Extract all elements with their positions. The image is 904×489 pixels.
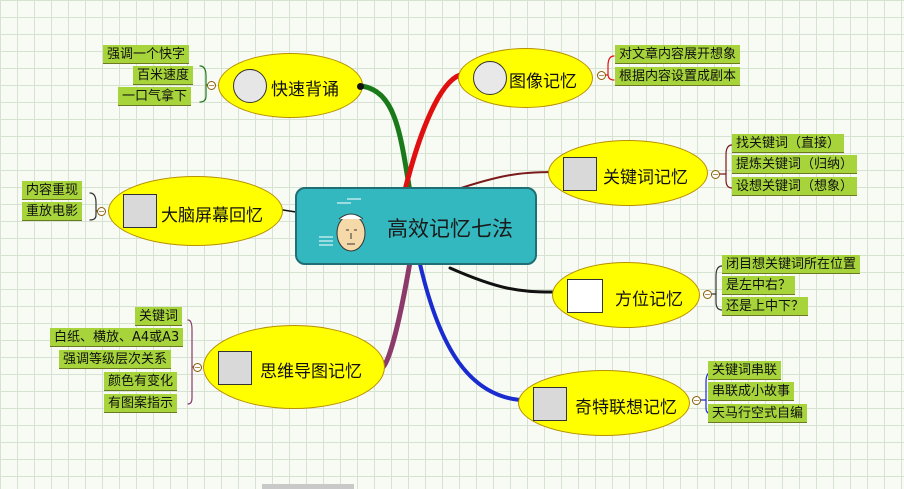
branch-guanjian[interactable]: 关键词记忆 [548,140,708,206]
leaf-qite-1[interactable]: 关键词串联 [708,361,782,380]
connector-kuaisu [359,83,413,195]
stopwatch-icon [233,69,267,103]
leaf-naonao-2[interactable]: 重放电影 [22,202,83,221]
leaf-kuaisu-1[interactable]: 强调一个快字 [103,45,190,64]
leaf-siwei-2[interactable]: 白纸、横放、A4或A3 [50,328,184,347]
branch-kuaisu-label: 快速背诵 [271,80,339,100]
collapse-tuxiang-button[interactable]: − [597,71,606,80]
horizontal-scrollbar[interactable] [262,484,354,489]
branch-siwei-label: 思维导图记忆 [260,362,362,382]
collapse-kuaisu-button[interactable]: − [207,81,216,90]
brain-hand-icon [563,157,597,191]
leaf-guanjian-1[interactable]: 找关键词（直接） [732,134,845,153]
leaf-siwei-1[interactable]: 关键词 [135,307,183,326]
branch-tuxiang[interactable]: 图像记忆 [458,48,593,108]
wreath-icon [473,61,507,95]
branch-tuxiang-label: 图像记忆 [509,72,577,92]
leaf-fangwei-3[interactable]: 还是上中下？ [722,297,809,316]
connector-tuxiang [402,72,463,193]
branch-naonao[interactable]: 大脑屏幕回忆 [108,176,283,246]
connector-fangwei [448,266,555,294]
collapse-guanjian-button[interactable]: − [711,170,720,179]
leaf-siwei-5[interactable]: 有图案指示 [104,394,178,413]
leaf-siwei-3[interactable]: 强调等级层次关系 [59,350,172,369]
branch-naonao-label: 大脑屏幕回忆 [161,206,263,226]
brain-head-icon [319,198,366,252]
leaf-guanjian-3[interactable]: 设想关键词（想象） [732,177,858,196]
branch-kuaisu[interactable]: 快速背诵 [218,53,363,118]
leaf-naonao-1[interactable]: 内容重现 [22,181,83,200]
leaf-guanjian-2[interactable]: 提炼关键词（归纳） [732,155,858,174]
calendar-grid-icon [567,279,603,313]
branch-siwei[interactable]: 思维导图记忆 [203,325,385,409]
collapse-naonao-button[interactable]: − [97,207,106,216]
leaf-tuxiang-2[interactable]: 根据内容设置成剧本 [615,67,741,86]
leaf-fangwei-2[interactable]: 是左中右？ [722,276,796,295]
branch-kuaisu-dot [357,83,364,90]
thinking-person-icon [123,194,157,228]
leaf-qite-2[interactable]: 串联成小故事 [708,382,795,401]
leaf-fangwei-1[interactable]: 闭目想关键词所在位置 [722,255,861,274]
connector-qite [418,262,522,402]
leaf-kuaisu-3[interactable]: 一口气拿下 [118,87,192,106]
leaf-kuaisu-2[interactable]: 百米速度 [133,66,194,85]
branch-qite[interactable]: 奇特联想记忆 [518,370,690,436]
plan-icon [218,351,252,385]
branch-qite-label: 奇特联想记忆 [575,398,677,418]
leaf-siwei-4[interactable]: 颜色有变化 [104,372,178,391]
branch-guanjian-label: 关键词记忆 [603,168,688,188]
collapse-fangwei-button[interactable]: − [703,290,712,299]
central-topic[interactable]: 高效记忆七法 [295,187,537,265]
connector-siwei [380,259,413,370]
branch-fangwei-label: 方位记忆 [615,290,683,310]
leaf-tuxiang-1[interactable]: 对文章内容展开想象 [615,45,741,64]
people-group-icon [533,387,567,421]
branch-fangwei[interactable]: 方位记忆 [552,262,700,328]
collapse-qite-button[interactable]: − [692,396,701,405]
connector-guanjian [454,171,554,191]
leaf-qite-3[interactable]: 天马行空式自编 [708,404,808,423]
central-topic-title: 高效记忆七法 [387,217,513,241]
connector-naonao [282,209,297,213]
collapse-siwei-button[interactable]: − [193,363,202,372]
